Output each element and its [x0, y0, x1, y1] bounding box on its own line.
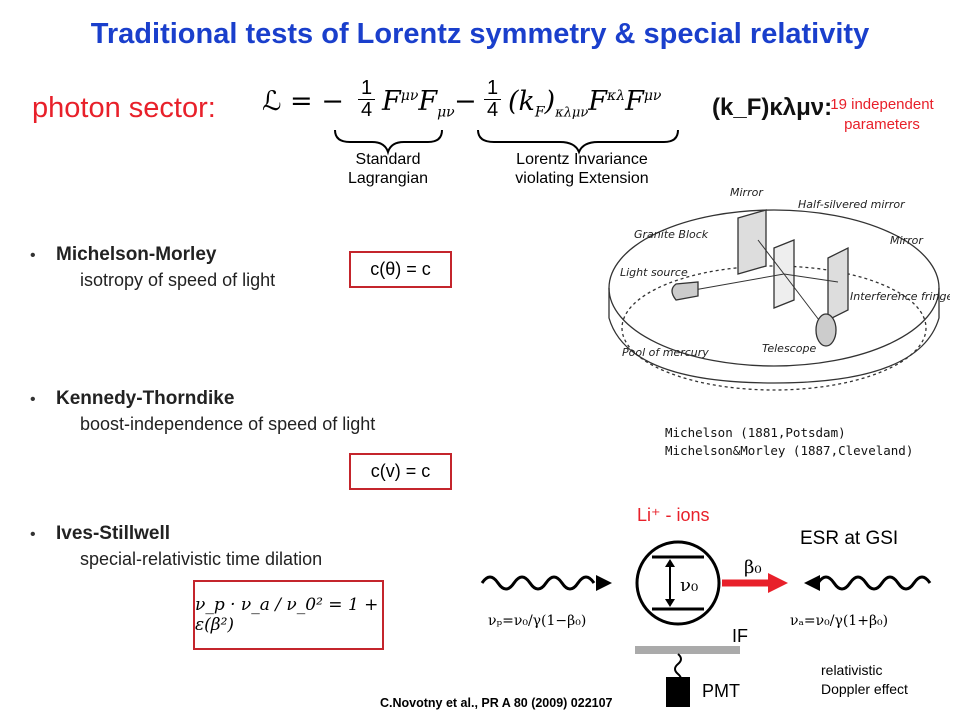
standard-label-line2: Lagrangian: [347, 170, 429, 188]
label-telescope: Telescope: [762, 342, 816, 355]
violating-term: (kF)κλμνFκλFμν: [508, 86, 662, 121]
test-name-ives: Ives-Stillwell: [56, 523, 171, 544]
label-interference: Interference fringes: [850, 290, 950, 303]
lagrangian-lhs: ℒ = −: [262, 86, 344, 117]
fraction-two: 1 4: [484, 78, 502, 121]
mercury-pool-rim: [621, 265, 927, 391]
test-name-michelson: Michelson-Morley: [56, 244, 217, 265]
li-ions-label: Li⁺ - ions: [637, 505, 710, 525]
incoming-wave-right-arrowhead: [804, 575, 820, 591]
ion-circle: [635, 540, 721, 626]
michelson-apparatus-drawing: Mirror Half-silvered mirror Granite Bloc…: [608, 186, 950, 391]
label-light-source: Light source: [620, 266, 688, 279]
equation-box-ives: ν_p · ν_a / ν_0² = 1 + ε(β²): [193, 580, 384, 650]
label-mirror-top: Mirror: [730, 186, 764, 199]
test-desc-ives: special-relativistic time dilation: [80, 549, 323, 569]
apparatus-caption-line1: Michelson (1881,Potsdam): [665, 425, 846, 440]
equation-box-michelson: c(θ) = c: [349, 251, 452, 288]
doppler-label: relativistic Doppler effect: [821, 661, 908, 699]
ives-formula: ν_p · ν_a / ν_0² = 1 + ε(β²): [195, 595, 379, 635]
fraction-one: 1 4: [358, 78, 376, 121]
equation-box-kennedy: c(v) = c: [349, 453, 452, 490]
fraction-two-denominator: 4: [487, 99, 499, 121]
interference-filter: [635, 646, 740, 654]
lagrangian-minus: −: [454, 86, 477, 117]
left-frequency-formula: νₚ=ν₀/γ(1−β₀): [488, 613, 586, 629]
independent-line1: 19 independent: [830, 96, 934, 113]
ion-transition-up-head: [665, 559, 675, 567]
ion-transition-down-head: [665, 599, 675, 607]
test-desc-kennedy: boost-independence of speed of light: [80, 414, 376, 434]
standard-label-line1: Standard: [355, 151, 421, 168]
nu0-symbol: ν₀: [680, 575, 698, 596]
beam-source: [693, 273, 785, 291]
violating-label-line2: violating Extension: [515, 170, 649, 188]
doppler-line2: Doppler effect: [821, 680, 908, 697]
if-label: IF: [732, 626, 748, 646]
bullet-michelson: •: [30, 247, 36, 264]
apparatus-caption-line2: Michelson&Morley (1887,Cleveland): [665, 443, 914, 459]
beam-vertical: [757, 239, 785, 275]
telescope-tube: [815, 313, 837, 347]
bullet-ives: •: [30, 526, 36, 543]
violating-label-line1: Lorentz Invariance: [516, 151, 648, 168]
incoming-wave-right: [816, 575, 932, 591]
beam-telescope: [783, 273, 823, 325]
mirror-top-shape: [737, 209, 767, 275]
right-frequency-formula: νₐ=ν₀/γ(1+β₀): [790, 613, 888, 629]
independent-parameters: 19 independent parameters: [808, 95, 956, 134]
beam-horizontal: [783, 273, 839, 283]
bullet-kennedy: •: [30, 391, 36, 408]
reference-citation: C.Novotny et al., PR A 80 (2009) 022107: [380, 696, 613, 710]
fraction-two-numerator: 1: [484, 78, 502, 100]
standard-lagrangian-label: Standard Lagrangian: [318, 150, 458, 188]
lagrangian-lhs-text: ℒ = −: [262, 86, 344, 117]
standard-term: FμνFμν: [382, 86, 455, 121]
label-pool: Pool of mercury: [622, 346, 709, 359]
ives-stillwell-figure: ν₀ β₀ νₚ=ν₀/γ(1−β₀) νₐ=ν₀/γ(1+β₀) IF PMT: [480, 540, 932, 707]
kf-tensor-label: (k_F)κλμν:: [712, 94, 833, 121]
photon-sector-label: photon sector:: [32, 92, 216, 124]
esr-gsi-label: ESR at GSI: [800, 528, 899, 549]
beta0-symbol: β₀: [744, 557, 762, 578]
slide-title: Traditional tests of Lorentz symmetry & …: [90, 18, 870, 50]
granite-block-side: [608, 288, 940, 384]
pmt-label: PMT: [702, 681, 740, 701]
pmt-detector: [666, 677, 690, 707]
fraction-one-numerator: 1: [358, 78, 376, 100]
violating-brace: [477, 129, 679, 155]
independent-line2: parameters: [844, 115, 920, 133]
lorentz-violating-label: Lorentz Invariance violating Extension: [492, 150, 672, 188]
incoming-wave-left-arrowhead: [596, 575, 612, 591]
label-mirror-right: Mirror: [890, 234, 924, 247]
standard-brace: [334, 129, 443, 156]
label-granite: Granite Block: [634, 228, 709, 241]
fraction-one-denominator: 4: [361, 99, 373, 121]
doppler-line1: relativistic: [821, 662, 883, 678]
test-name-kennedy: Kennedy-Thorndike: [56, 388, 235, 409]
incoming-wave-left: [480, 575, 596, 591]
apparatus-caption: Michelson (1881,Potsdam) Michelson&Morle…: [665, 424, 913, 460]
beta-arrow-head: [768, 573, 788, 593]
test-desc-michelson: isotropy of speed of light: [80, 270, 276, 290]
light-source-lamp: [671, 281, 699, 301]
label-half-silvered: Half-silvered mirror: [798, 198, 906, 211]
mirror-right-shape: [827, 246, 849, 322]
